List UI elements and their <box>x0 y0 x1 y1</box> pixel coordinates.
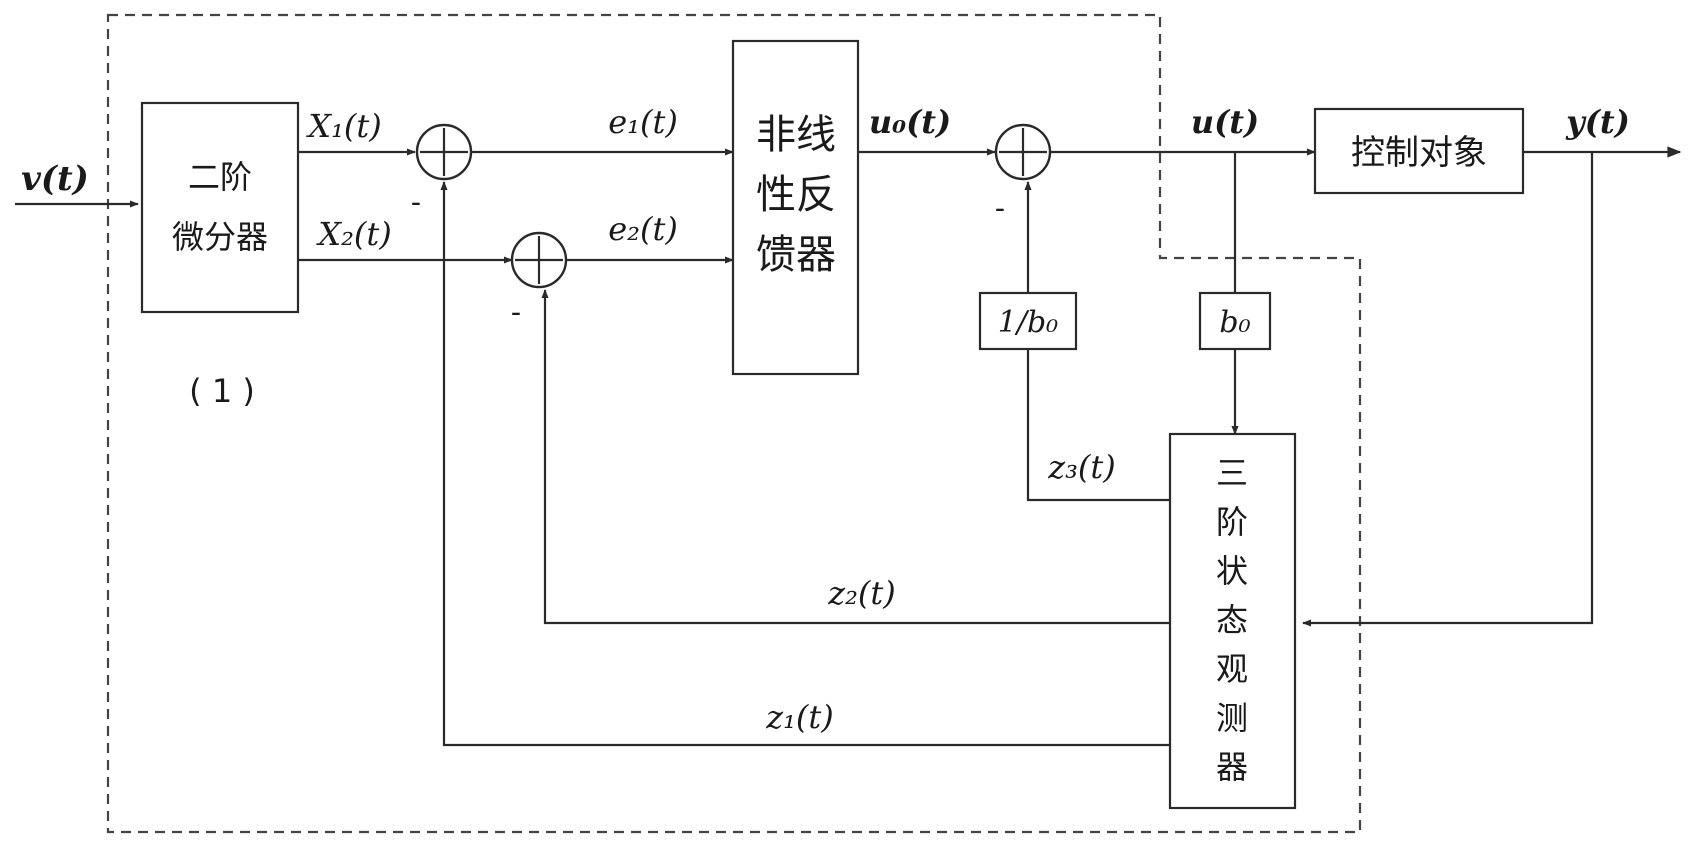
sum-junction-3 <box>994 123 1052 181</box>
sum3-minus-sign: - <box>995 191 1005 226</box>
nonlinear-feedback-block: 非线 性反 馈器 <box>731 39 860 376</box>
z3-signal-label: z₃(t) <box>1047 448 1116 486</box>
z1-signal-label: z₁(t) <box>765 698 834 736</box>
differentiator-label-2: 微分器 <box>172 218 268 256</box>
e1-signal-label: e₁(t) <box>608 103 678 141</box>
z1-wire <box>440 181 1170 747</box>
u0-signal-label: u₀(t) <box>869 103 951 141</box>
x1-signal-label: X₁(t) <box>305 107 381 145</box>
plant-block: 控制对象 <box>1313 107 1525 195</box>
gain-inverse-block: 1/b₀ <box>978 291 1078 351</box>
observer-label-5: 观 <box>1216 650 1248 688</box>
sum2-minus-sign: - <box>511 295 521 330</box>
plant-label: 控制对象 <box>1351 133 1487 173</box>
input-signal-label: v(t) <box>21 159 89 199</box>
observer-label-4: 态 <box>1216 601 1248 639</box>
y-signal-label: y(t) <box>1565 103 1630 141</box>
nonlinear-feedback-label-3: 馈器 <box>756 232 836 278</box>
nonlinear-feedback-label-1: 非线 <box>756 112 836 158</box>
e2-signal-label: e₂(t) <box>608 210 678 248</box>
observer-label-3: 状 <box>1216 552 1248 590</box>
z2-signal-label: z₂(t) <box>827 574 896 612</box>
sum-junction-2 <box>510 231 568 289</box>
sum1-minus-sign: - <box>411 185 421 220</box>
differentiator-label-1: 二阶 <box>188 158 252 196</box>
observer-label-2: 阶 <box>1216 503 1248 541</box>
nonlinear-feedback-label-2: 性反 <box>756 172 836 218</box>
z3-wire <box>1026 349 1170 502</box>
gain-inverse-label: 1/b₀ <box>998 305 1058 340</box>
region-annotation: ( 1 ) <box>189 372 255 410</box>
y-feedback-wire <box>1302 152 1594 627</box>
u-signal-label: u(t) <box>1191 103 1259 141</box>
signal-wires <box>15 146 1682 747</box>
x2-signal-label: X₂(t) <box>315 215 391 253</box>
observer-label-6: 测 <box>1216 699 1248 737</box>
observer-label-7: 器 <box>1216 748 1248 786</box>
differentiator-block: 二阶 微分器 <box>140 101 300 314</box>
gain-block: b₀ <box>1198 291 1272 351</box>
sum-junction-1 <box>415 123 473 181</box>
observer-block: 三 阶 状 态 观 测 器 <box>1168 432 1297 810</box>
controller-boundary <box>106 13 1362 834</box>
z2-wire <box>541 289 1170 625</box>
observer-label-1: 三 <box>1216 454 1248 492</box>
gain-label: b₀ <box>1219 305 1250 340</box>
